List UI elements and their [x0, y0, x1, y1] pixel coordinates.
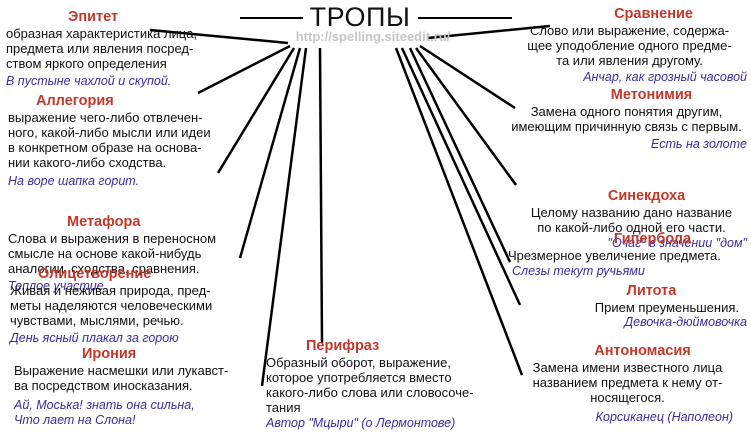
trope-description: Выражение насмешки или лукавст- ва посре… — [14, 363, 229, 393]
trope-name: Сравнение — [614, 6, 693, 22]
trope-hyperbole: Гипербола Чрезмерное увеличение предмета… — [508, 231, 747, 279]
trope-example: День ясный плакал за горою — [10, 331, 179, 345]
trope-synecdoche: Синекдоха Целому названию дано название … — [516, 188, 747, 251]
trope-allegory: Аллегория выражение чего-либо отвлечен- … — [8, 93, 240, 189]
connector-allegory — [197, 44, 291, 95]
connector-antonomasia — [394, 47, 524, 376]
connector-metaphor — [216, 47, 296, 174]
trope-name: Литота — [626, 283, 677, 299]
trope-personification: Олицетворение Живая и неживая природа, п… — [10, 266, 242, 346]
connector-hyperbole — [408, 47, 512, 263]
watermark-url: http://spelling.siteedit.ru/ — [295, 29, 451, 44]
trope-description: образная характеристика лица, предмета и… — [6, 26, 198, 71]
trope-description: Замена одного понятия другим, имеющим пр… — [511, 104, 742, 134]
trope-litotes: Литота Прием преуменьшения. Девочка-дюйм… — [516, 283, 747, 330]
trope-name: Гипербола — [613, 231, 692, 247]
trope-name: Антономасия — [594, 343, 691, 359]
trope-description: Слово или выражение, содержа- щее уподоб… — [527, 23, 732, 68]
connector-epithet — [149, 28, 289, 45]
trope-example: Автор "Мцыри" (о Лермонтове) — [266, 416, 456, 430]
trope-example: Ай, Моська! знать она сильна, Что лает н… — [14, 398, 195, 427]
trope-antonomasia: Антономасия Замена имени известного лица… — [508, 343, 747, 425]
trope-name: Синекдоха — [607, 188, 686, 204]
connector-periphrasis — [318, 47, 324, 344]
connector-litotes — [400, 47, 522, 306]
trope-name: Метонимия — [610, 87, 693, 103]
trope-comparison: Сравнение Слово или выражение, содержа- … — [512, 6, 747, 85]
connector-synecdoche — [414, 47, 518, 186]
trope-epithet: Эпитет образная характеристика лица, пре… — [6, 9, 238, 89]
trope-example: Есть на золоте — [650, 137, 747, 151]
trope-description: Прием преуменьшения. — [594, 300, 739, 315]
trope-description: Живая и неживая природа, пред- меты наде… — [10, 283, 213, 328]
trope-name: Аллегория — [36, 93, 114, 109]
trope-name: Ирония — [82, 346, 137, 362]
trope-description: Замена имени известного лица названием п… — [532, 360, 723, 405]
trope-example: Корсиканец (Наполеон) — [595, 410, 733, 424]
trope-description: выражение чего-либо отвлечен- ного, како… — [8, 110, 211, 170]
trope-description: Слова и выражения в переносном смысле на… — [8, 231, 217, 276]
trope-example: Слезы текут ручьями — [512, 264, 645, 278]
diagram-title: ТРОПЫ — [309, 2, 411, 32]
connector-comparison — [427, 24, 551, 40]
trope-example: На воре шапка горит. — [8, 174, 140, 188]
connector-metonymy — [419, 44, 516, 110]
trope-periphrasis: Перифраз Образный оборот, выражение, кот… — [266, 338, 506, 431]
trope-irony: Ирония Выражение насмешки или лукавст- в… — [14, 346, 259, 428]
trope-name: Олицетворение — [38, 266, 152, 282]
trope-description: Образный оборот, выражение, которое упот… — [266, 355, 474, 415]
trope-metonymy: Метонимия Замена одного понятия другим, … — [506, 87, 747, 152]
trope-name: Эпитет — [68, 9, 119, 25]
trope-example: Теплое участие — [8, 279, 104, 293]
connector-personification — [238, 47, 302, 259]
trope-metaphor: Метафора Слова и выражения в переносном … — [8, 214, 240, 294]
connector-irony — [260, 47, 308, 387]
trope-example: "Очаг" в значении "дом" — [607, 236, 747, 250]
trope-example: Анчар, как грозный часовой — [583, 70, 747, 84]
trope-example: Девочка-дюймовочка — [624, 315, 747, 329]
trope-example: В пустыне чахлой и скупой. — [6, 74, 172, 88]
trope-name: Метафора — [67, 214, 141, 230]
trope-name: Перифраз — [306, 338, 380, 354]
trope-description: Целому названию дано название по какой-л… — [530, 205, 733, 235]
trope-description: Чрезмерное увеличение предмета. — [508, 248, 721, 263]
